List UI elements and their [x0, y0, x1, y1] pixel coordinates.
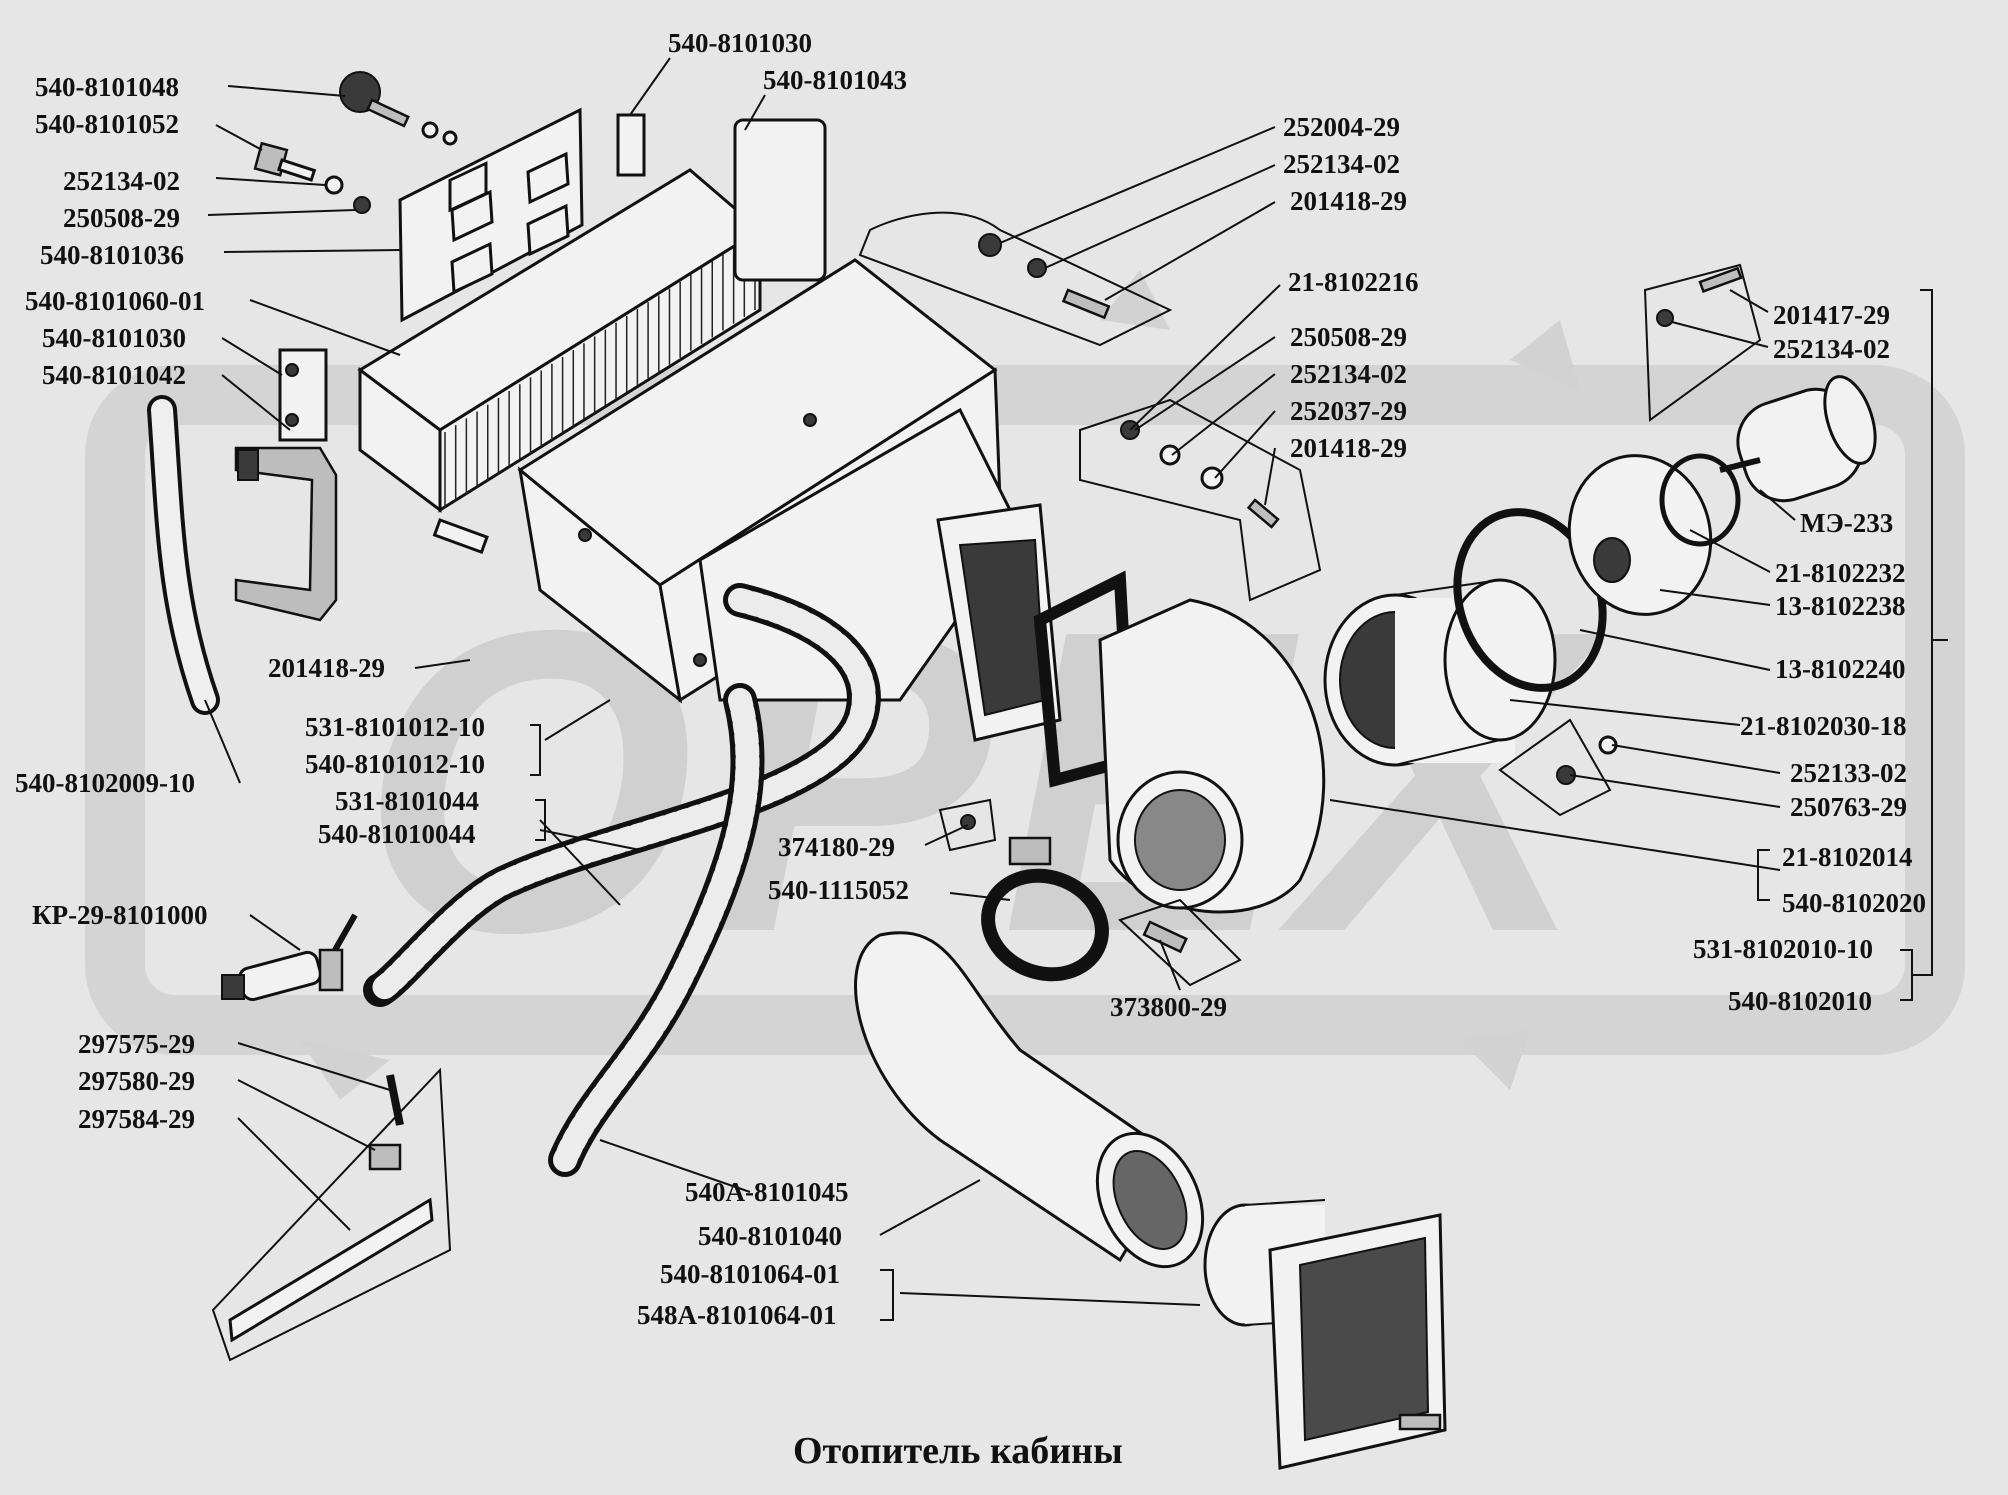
label-l10: 540-8101043 — [763, 65, 907, 95]
label-l05: 540-8101036 — [40, 240, 184, 270]
label-l02: 540-8101052 — [35, 109, 179, 139]
hose-left-part — [147, 395, 220, 715]
leader-lines — [204, 57, 1948, 1321]
label-l37: 540-8102009-10 — [15, 768, 195, 798]
label-l24: 13-8102240 — [1775, 654, 1906, 684]
bracket-part — [234, 348, 338, 622]
label-l01: 540-8101048 — [35, 72, 179, 102]
label-l21: МЭ-233 — [1800, 508, 1893, 538]
fan-housing-part — [1098, 598, 1326, 914]
hose-center-part — [363, 583, 881, 1177]
hose-clamp-part — [938, 798, 1242, 987]
knob-part — [339, 71, 458, 146]
label-l18: 201418-29 — [1290, 433, 1407, 463]
label-l36: 540-81010044 — [318, 819, 476, 849]
label-l19: 201417-29 — [1773, 300, 1890, 330]
label-l29: 540-8102020 — [1782, 888, 1926, 918]
label-l32: 201418-29 — [268, 653, 385, 683]
label-l33: 531-8101012-10 — [305, 712, 485, 742]
label-l03: 252134-02 — [63, 166, 180, 196]
screw-part — [253, 141, 371, 214]
radiator-fins — [444, 234, 756, 508]
label-l40: 540-1115052 — [768, 875, 909, 905]
cover-plate-part — [398, 107, 584, 323]
label-l44: 297584-29 — [78, 1104, 195, 1134]
label-l45: 540А-8101045 — [685, 1177, 849, 1207]
label-l23: 13-8102238 — [1775, 591, 1906, 621]
label-l38: КР-29-8101000 — [32, 900, 208, 930]
label-l28: 21-8102014 — [1782, 842, 1913, 872]
label-l48: 548А-8101064-01 — [637, 1300, 836, 1330]
motor-flange-part — [1567, 453, 1741, 616]
label-l31: 540-8102010 — [1728, 986, 1872, 1016]
label-l41: 373800-29 — [1110, 992, 1227, 1022]
label-l17: 252037-29 — [1290, 396, 1407, 426]
radiator-part — [357, 113, 827, 555]
air-duct-part — [854, 931, 1205, 1269]
part-labels: 540-8101048 540-8101052 252134-02 250508… — [15, 28, 1926, 1330]
label-l34: 540-8101012-10 — [305, 749, 485, 779]
label-l16: 252134-02 — [1290, 359, 1407, 389]
label-l12: 252134-02 — [1283, 149, 1400, 179]
diagram-title: Отопитель кабины — [793, 1430, 1123, 1472]
valve-part — [221, 913, 358, 1002]
label-l15: 250508-29 — [1290, 322, 1407, 352]
impeller-part — [1323, 578, 1557, 767]
label-l04: 250508-29 — [63, 203, 180, 233]
label-l08: 540-8101042 — [42, 360, 186, 390]
outlet-grille-part — [1203, 1199, 1447, 1470]
label-l27: 250763-29 — [1790, 792, 1907, 822]
label-l43: 297580-29 — [78, 1066, 195, 1096]
label-l30: 531-8102010-10 — [1693, 934, 1873, 964]
label-l11: 252004-29 — [1283, 112, 1400, 142]
label-l25: 21-8102030-18 — [1740, 711, 1906, 741]
label-l39: 374180-29 — [778, 832, 895, 862]
label-l06: 540-8101060-01 — [25, 286, 205, 316]
label-l46: 540-8101040 — [698, 1221, 842, 1251]
bolt-group-part — [1498, 263, 1762, 817]
label-l13: 201418-29 — [1290, 186, 1407, 216]
label-l14: 21-8102216 — [1288, 267, 1419, 297]
label-l47: 540-8101064-01 — [660, 1259, 840, 1289]
motor-part — [1719, 375, 1877, 503]
clamp-plate-part — [211, 1067, 452, 1362]
fastener-group-part — [858, 211, 1322, 602]
label-l42: 297575-29 — [78, 1029, 195, 1059]
label-l07: 540-8101030 — [42, 323, 186, 353]
label-l26: 252133-02 — [1790, 758, 1907, 788]
label-l09: 540-8101030 — [668, 28, 812, 58]
label-l20: 252134-02 — [1773, 334, 1890, 364]
label-l35: 531-8101044 — [335, 786, 479, 816]
label-l22: 21-8102232 — [1775, 558, 1906, 588]
